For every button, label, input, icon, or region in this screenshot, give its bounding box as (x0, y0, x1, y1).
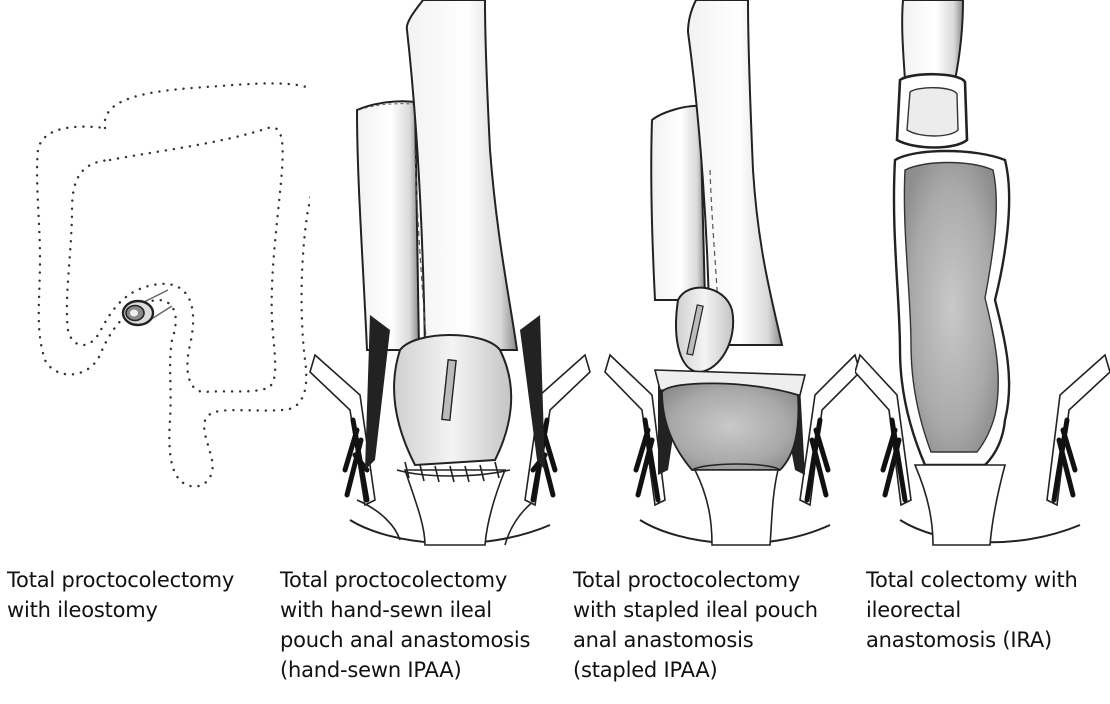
caption-line: Total proctocolectomy (280, 565, 530, 595)
caption-line: with hand-sewn ileal (280, 595, 530, 625)
anal-canal (405, 470, 505, 545)
handsewn-ipaa-illustration (305, 0, 595, 560)
panel-ileostomy (0, 0, 310, 560)
caption-line: with ileostomy (7, 595, 234, 625)
caption-line: Total proctocolectomy (573, 565, 818, 595)
caption-line: (hand-sewn IPAA) (280, 655, 530, 685)
rectal-cuff-lumen (662, 383, 798, 470)
colon-inner-outline (67, 127, 283, 392)
panel-ira (855, 0, 1110, 560)
caption-line: (stapled IPAA) (573, 655, 818, 685)
panel-handsewn-ipaa (305, 0, 595, 560)
caption-stapled-ipaa: Total proctocolectomy with stapled ileal… (573, 565, 818, 685)
caption-handsewn-ipaa: Total proctocolectomy with hand-sewn ile… (280, 565, 530, 685)
caption-line: pouch anal anastomosis (280, 625, 530, 655)
ira-illustration (855, 0, 1110, 560)
levator-muscle-left (310, 355, 375, 505)
stoma-icon (123, 290, 172, 325)
caption-line: ileorectal (866, 595, 1078, 625)
caption-ileostomy: Total proctocolectomy with ileostomy (7, 565, 234, 625)
caption-line: Total proctocolectomy (7, 565, 234, 595)
caption-line: Total colectomy with (866, 565, 1078, 595)
caption-line: anal anastomosis (573, 625, 818, 655)
colon-outer-outline (37, 83, 310, 486)
caption-ira: Total colectomy with ileorectal anastomo… (866, 565, 1078, 655)
rectum-lumen (904, 163, 998, 453)
caption-line: with stapled ileal pouch (573, 595, 818, 625)
stapled-ipaa-illustration (600, 0, 865, 560)
panel-stapled-ipaa (600, 0, 865, 560)
caption-line: anastomosis (IRA) (866, 625, 1078, 655)
colon-ileostomy-illustration (0, 0, 310, 560)
